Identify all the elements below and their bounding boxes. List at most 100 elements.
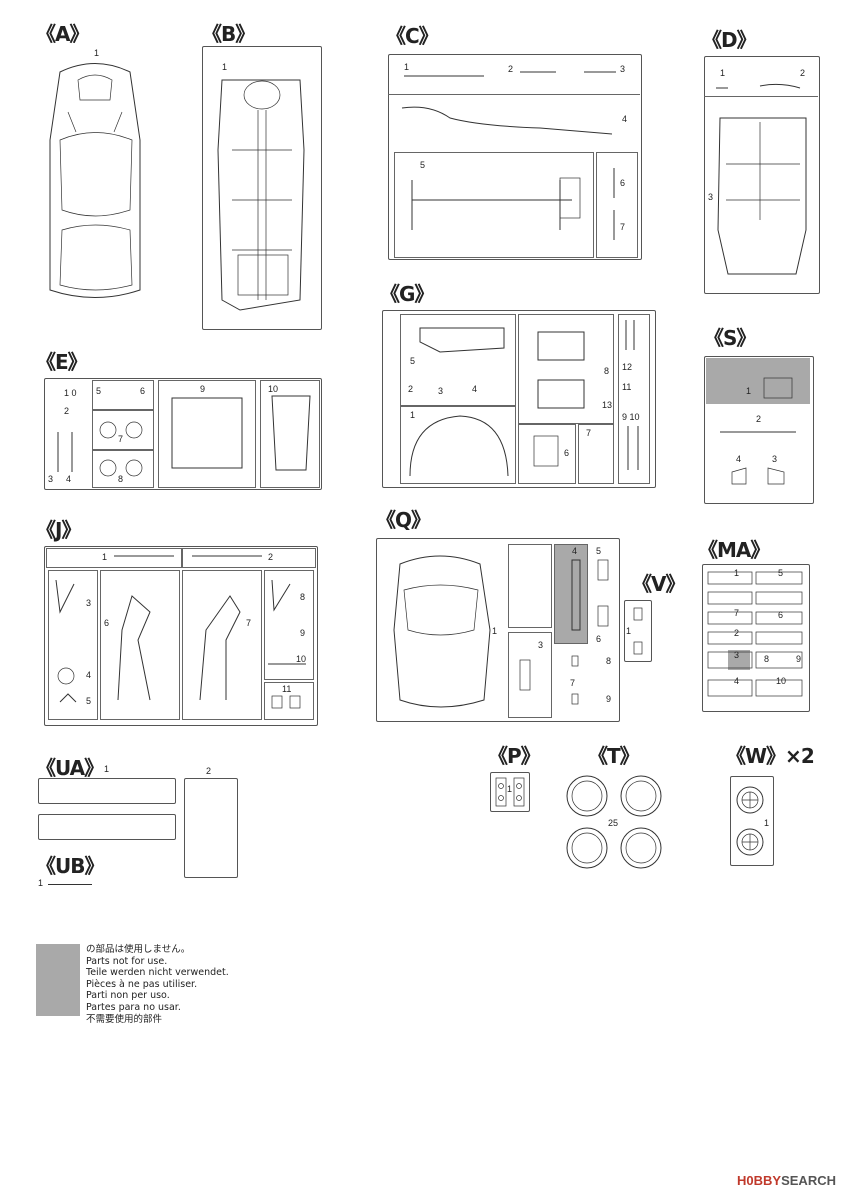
runner-g-sub bbox=[518, 314, 614, 424]
runner-g-sub bbox=[518, 424, 576, 484]
part-number: 1 bbox=[222, 62, 228, 72]
runner-j-sub bbox=[182, 570, 262, 720]
section-ua-title: 《UA》 bbox=[36, 756, 104, 780]
part-number: 11 bbox=[282, 684, 292, 694]
runner-w bbox=[730, 776, 774, 866]
part-number: 1 bbox=[404, 62, 410, 72]
runner-e-sub bbox=[92, 380, 154, 410]
section-e-title: 《E》 bbox=[36, 350, 88, 374]
runner-v bbox=[624, 600, 652, 662]
part-number: 13 bbox=[602, 400, 613, 410]
unused-parts-legend: の部品は使用しません。 Parts not for use. Teile wer… bbox=[86, 944, 229, 1025]
part-number: 6 bbox=[778, 610, 784, 620]
runner-j-sub bbox=[264, 570, 314, 680]
part-number: 1 bbox=[94, 48, 100, 58]
part-number: 1 bbox=[764, 818, 770, 828]
part-number: 1 bbox=[626, 626, 632, 636]
runner-c-top bbox=[388, 54, 640, 95]
part-number: 1 bbox=[410, 410, 416, 420]
runner-c-sub bbox=[596, 152, 638, 258]
legend-line: Parti non per uso. bbox=[86, 990, 170, 1002]
decal-sheet-ua-1 bbox=[38, 778, 176, 804]
part-number: 6 bbox=[564, 448, 570, 458]
section-c-title: 《C》 bbox=[386, 24, 439, 48]
part-number: 4 bbox=[734, 676, 740, 686]
part-number: 8 bbox=[606, 656, 612, 666]
part-number: 2 bbox=[756, 414, 762, 424]
runner-j-sub bbox=[100, 570, 180, 720]
decal-sheet-ua-1b bbox=[38, 814, 176, 840]
part-number: 9 bbox=[300, 628, 306, 638]
part-number: 3 bbox=[48, 474, 54, 484]
part-number: 6 bbox=[596, 634, 602, 644]
part-number: 11 bbox=[622, 382, 632, 392]
legend-line: 不需要使用的部件 bbox=[86, 1013, 163, 1025]
part-number: 5 bbox=[96, 386, 102, 396]
runner-g-sub bbox=[618, 314, 650, 484]
unused-part-area bbox=[728, 650, 750, 670]
section-b-title: 《B》 bbox=[202, 22, 255, 46]
part-number: 25 bbox=[608, 818, 619, 828]
runner-e bbox=[44, 378, 322, 490]
section-j-title: 《J》 bbox=[36, 518, 81, 542]
section-d-title: 《D》 bbox=[702, 28, 757, 52]
part-number: 2 bbox=[800, 68, 806, 78]
part-number: 3 bbox=[538, 640, 544, 650]
part-number: 1 bbox=[492, 626, 498, 636]
section-a-title: 《A》 bbox=[36, 22, 89, 46]
runner-c-sub bbox=[394, 152, 594, 258]
part-number: 4 bbox=[622, 114, 628, 124]
part-number: 1 0 bbox=[64, 388, 77, 398]
part-number: 1 bbox=[38, 878, 44, 888]
part-number: 5 bbox=[596, 546, 602, 556]
part-number: 9 10 bbox=[622, 412, 640, 422]
part-number: 9 bbox=[796, 654, 802, 664]
part-number: 4 bbox=[736, 454, 742, 464]
runner-e-sub bbox=[92, 450, 154, 488]
section-t-title: 《T》 bbox=[588, 744, 640, 768]
part-number: 8 bbox=[118, 474, 124, 484]
runner-e-sub bbox=[92, 410, 154, 450]
runner-e-sub bbox=[260, 380, 320, 488]
runner-g-sub bbox=[400, 314, 516, 406]
part-number: 7 bbox=[734, 608, 740, 618]
part-number: 6 bbox=[620, 178, 626, 188]
part-number: 5 bbox=[778, 568, 784, 578]
runner-d-top bbox=[704, 56, 818, 97]
part-number: 1 bbox=[720, 68, 726, 78]
part-number: 4 bbox=[66, 474, 72, 484]
runner-e-sub bbox=[158, 380, 256, 488]
part-number: 5 bbox=[420, 160, 426, 170]
unused-part-area bbox=[706, 358, 810, 404]
runner-g bbox=[382, 310, 656, 488]
part-number: 5 bbox=[410, 356, 416, 366]
part-number: 4 bbox=[572, 546, 578, 556]
part-number: 10 bbox=[296, 654, 307, 664]
decal-sheet-ua-2 bbox=[184, 778, 238, 878]
part-number: 7 bbox=[570, 678, 576, 688]
section-s-title: 《S》 bbox=[704, 326, 756, 350]
runner-j-top bbox=[46, 548, 182, 568]
part-number: 1 bbox=[734, 568, 740, 578]
runner-p bbox=[490, 772, 530, 812]
logo-hobby: H0BBY bbox=[737, 1173, 782, 1188]
section-q-title: 《Q》 bbox=[376, 508, 431, 532]
legend-line: Pièces à ne pas utiliser. bbox=[86, 978, 198, 990]
runner-q-sub bbox=[508, 632, 552, 718]
part-number: 1 bbox=[104, 764, 110, 774]
part-number: 1 bbox=[507, 784, 513, 794]
part-number: 2 bbox=[734, 628, 740, 638]
part-number: 12 bbox=[622, 362, 633, 372]
part-number: 10 bbox=[268, 384, 279, 394]
part-number: 10 bbox=[776, 676, 787, 686]
